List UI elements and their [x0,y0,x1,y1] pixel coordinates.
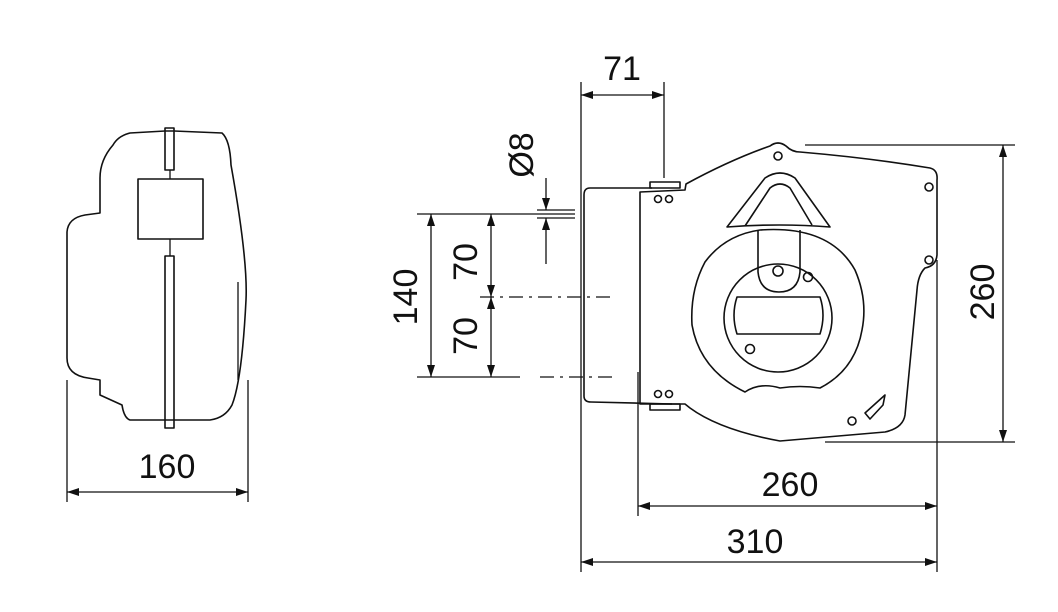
dim-bracket-offset: 71 [603,50,641,88]
side-strip-top [164,127,175,171]
reel-hub [723,263,833,373]
mount-hole [773,151,783,161]
side-label-plate [137,178,204,240]
side-view [66,127,248,429]
dimension-widths: 260 310 [581,260,938,572]
dimension-diameter: Ø8 [503,132,575,264]
dimension-height: 260 [805,144,1015,443]
dimension-160: 160 [66,380,249,502]
dimension-71: 71 [580,50,665,572]
front-view [583,142,938,442]
handle [726,172,831,228]
reel-window [733,296,824,335]
reel-arm [757,230,801,293]
dim-overall-width: 310 [727,523,784,561]
dim-hole-spacing-lower: 70 [447,317,485,355]
dim-height: 260 [964,264,1002,321]
dim-hole-spacing-total: 140 [387,269,425,326]
dim-side-width: 160 [139,448,196,486]
side-strip-bottom [164,255,175,429]
dim-body-width: 260 [762,466,819,504]
dim-hole-diameter: Ø8 [503,132,541,177]
dim-hole-spacing-upper: 70 [447,243,485,281]
dimension-140-70: 140 70 70 [387,213,615,378]
bracket-bottom-tab [649,403,681,411]
reel-drum [690,228,865,393]
hose-guide [864,394,886,420]
bracket-top-tab [649,181,681,189]
